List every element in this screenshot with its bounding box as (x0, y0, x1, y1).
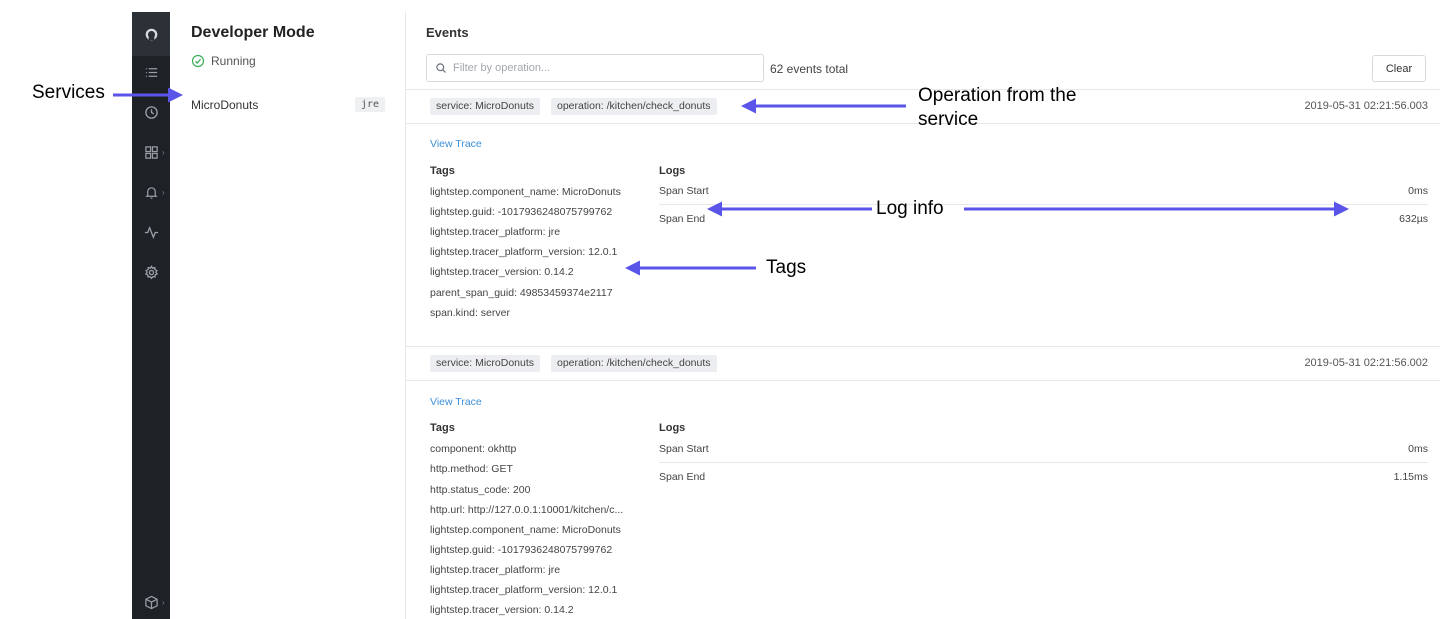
bell-chevron-icon: › (162, 188, 165, 197)
services-panel: Developer Mode Running MicroDonuts jre (170, 12, 406, 619)
tag-line: lightstep.guid: -1017936248075799762 (430, 544, 613, 556)
tag-line: lightstep.component_name: MicroDonuts (430, 186, 621, 198)
tag-line: parent_span_guid: 49853459374e2117 (430, 287, 613, 299)
log-divider (659, 204, 1428, 205)
tag-line: lightstep.tracer_version: 0.14.2 (430, 604, 574, 616)
event-timestamp: 2019-05-31 02:21:56.003 (1304, 100, 1428, 112)
service-name: MicroDonuts (191, 97, 259, 112)
service-item-microdonuts[interactable]: MicroDonuts jre (191, 97, 385, 112)
log-label: Span Start (659, 443, 709, 455)
event-header[interactable]: service: MicroDonuts operation: /kitchen… (406, 89, 1440, 124)
log-row: Span Start 0ms (659, 440, 1428, 468)
operation-pill: operation: /kitchen/check_donuts (551, 98, 717, 115)
log-value: 0ms (1408, 443, 1428, 455)
events-panel: Events 62 events total Clear service: Mi… (406, 12, 1440, 619)
log-divider (659, 462, 1428, 463)
pulse-icon[interactable] (141, 222, 161, 242)
gear-icon[interactable] (141, 262, 161, 282)
view-trace-link[interactable]: View Trace (430, 396, 482, 408)
annotation-operation-line2: service (918, 109, 979, 130)
events-count: 62 events total (770, 62, 849, 76)
tag-line: lightstep.tracer_platform_version: 12.0.… (430, 246, 618, 258)
tag-line: lightstep.tracer_platform_version: 12.0.… (430, 584, 618, 596)
tag-line: lightstep.tracer_platform: jre (430, 564, 561, 576)
status-label: Running (211, 54, 256, 68)
search-icon (436, 63, 446, 73)
log-label: Span Start (659, 185, 709, 197)
grid-chevron-icon: › (162, 148, 165, 157)
log-label: Span End (659, 213, 706, 225)
list-icon[interactable] (141, 62, 161, 82)
log-row: Span End 1.15ms (659, 468, 1428, 496)
event-header[interactable]: service: MicroDonuts operation: /kitchen… (406, 346, 1440, 381)
logs-heading: Logs (659, 165, 686, 177)
filter-input[interactable] (453, 62, 743, 74)
filter-box[interactable] (426, 54, 764, 82)
box-chevron-icon: › (162, 598, 165, 607)
events-heading: Events (426, 25, 469, 40)
log-value: 632µs (1399, 213, 1428, 225)
tag-line: http.url: http://127.0.0.1:10001/kitchen… (430, 504, 624, 516)
log-value: 0ms (1408, 185, 1428, 197)
log-row: Span End 632µs (659, 210, 1428, 238)
service-pill: service: MicroDonuts (430, 98, 541, 115)
annotation-operation-line1: Operation from the (918, 85, 1077, 106)
tag-line: component: okhttp (430, 443, 517, 455)
annotation-tags: Tags (766, 257, 807, 278)
grid-icon[interactable] (141, 142, 161, 162)
event-timestamp: 2019-05-31 02:21:56.002 (1304, 357, 1428, 369)
annotation-services: Services (32, 82, 105, 103)
logs-heading: Logs (659, 422, 686, 434)
log-label: Span End (659, 471, 706, 483)
view-trace-link[interactable]: View Trace (430, 138, 482, 150)
tag-line: lightstep.component_name: MicroDonuts (430, 524, 621, 536)
box-icon[interactable] (141, 592, 161, 612)
check-circle-icon (191, 54, 205, 68)
tag-line: http.status_code: 200 (430, 484, 531, 496)
tag-line: http.method: GET (430, 463, 513, 475)
service-pill: service: MicroDonuts (430, 355, 541, 372)
bell-icon[interactable] (141, 182, 161, 202)
service-platform-badge: jre (354, 97, 385, 112)
annotation-log-info: Log info (876, 198, 944, 219)
tag-line: span.kind: server (430, 307, 510, 319)
tags-heading: Tags (430, 422, 455, 434)
clock-icon[interactable] (141, 102, 161, 122)
log-value: 1.15ms (1393, 471, 1428, 483)
rail-logo-area (132, 12, 170, 56)
tag-line: lightstep.tracer_version: 0.14.2 (430, 266, 574, 278)
log-row: Span Start 0ms (659, 182, 1428, 210)
clear-button[interactable]: Clear (1372, 55, 1426, 82)
tag-line: lightstep.guid: -1017936248075799762 (430, 206, 613, 218)
icon-rail: › › › (132, 12, 170, 619)
operation-pill: operation: /kitchen/check_donuts (551, 355, 717, 372)
lightstep-logo-icon[interactable] (141, 24, 161, 44)
developer-mode-title: Developer Mode (191, 24, 315, 41)
tag-line: lightstep.tracer_platform: jre (430, 226, 561, 238)
running-status: Running (191, 54, 256, 68)
tags-heading: Tags (430, 165, 455, 177)
